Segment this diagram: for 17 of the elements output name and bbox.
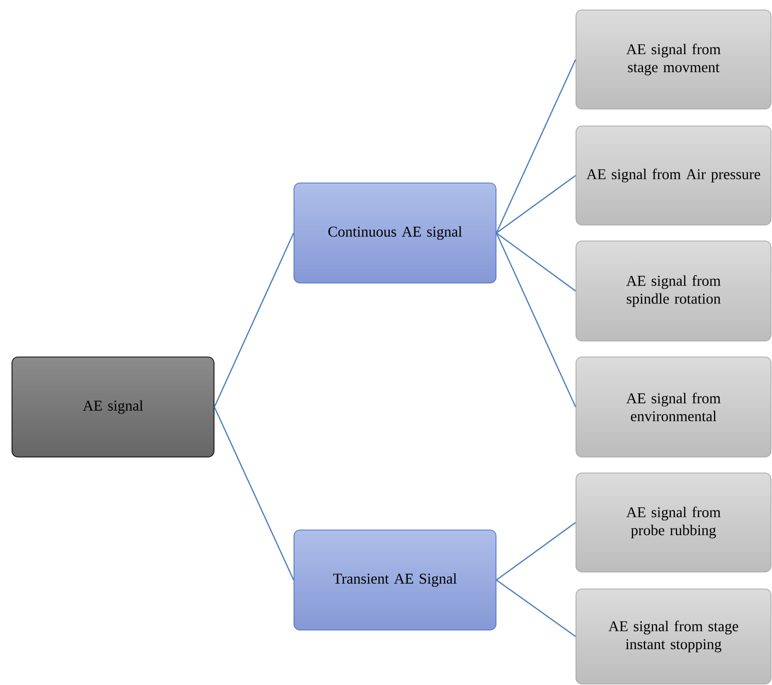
connector-line bbox=[496, 175, 576, 234]
category-box: Transient AE Signal bbox=[294, 530, 496, 630]
connector-line bbox=[496, 522, 576, 580]
category-box: Continuous AE signal bbox=[294, 182, 496, 284]
source-box: AE signal from stage movment bbox=[576, 10, 772, 110]
source-box: AE signal from probe rubbing bbox=[576, 472, 772, 572]
source-box: AE signal from Air pressure bbox=[576, 126, 772, 226]
source-box: AE signal from environmental bbox=[576, 356, 772, 458]
source-box: AE signal from spindle rotation bbox=[576, 240, 772, 342]
connector-line bbox=[214, 232, 294, 408]
connector-line bbox=[214, 406, 294, 580]
source-box: AE signal from stage instant stopping bbox=[576, 588, 772, 684]
connector-line bbox=[496, 580, 576, 637]
connector-line bbox=[496, 59, 576, 234]
root-box: AE signal bbox=[12, 356, 214, 458]
connector-line bbox=[496, 232, 576, 292]
connector-line bbox=[496, 232, 576, 408]
